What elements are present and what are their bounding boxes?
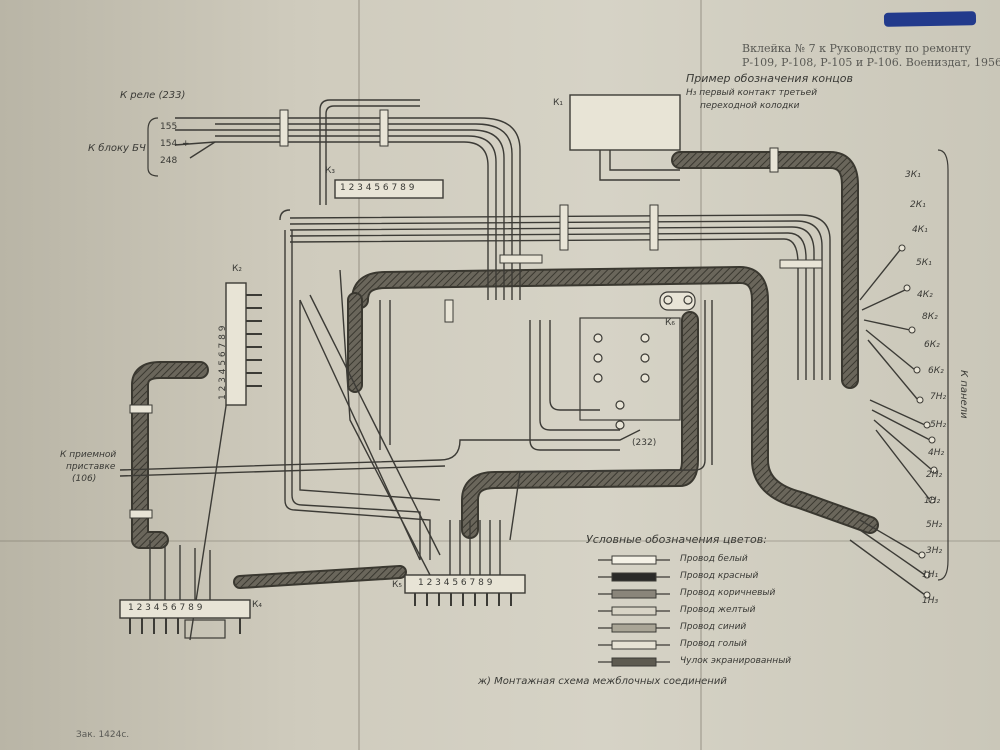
figure-caption: ж) Монтажная схема межблочных соединений — [478, 676, 727, 687]
k2-pin-numbers: 1 2 3 4 5 6 7 8 9 — [218, 325, 228, 400]
terminal-label: 8К₂ — [922, 312, 938, 322]
terminal-label: 1Н₁ — [922, 570, 939, 580]
connector-block-k1 — [569, 94, 681, 151]
block-label-k1: К₁ — [553, 98, 563, 108]
terminal-label: 6К₂ — [928, 366, 944, 376]
label-to-receiver-2: приставке — [66, 462, 116, 472]
terminal-label: 3К₁ — [905, 170, 921, 180]
connector-block-k2-vertical — [225, 282, 247, 406]
example-desc-line1: Н₃ первый контакт третьей — [686, 88, 818, 98]
connector-block-k5 — [404, 574, 526, 594]
legend-label: Провод коричневый — [680, 588, 776, 598]
legend-label: Провод желтый — [680, 605, 756, 615]
order-number: Зак. 1424с. — [76, 730, 130, 740]
terminal-pins — [129, 294, 512, 634]
connector-block-k4 — [119, 599, 251, 639]
label-154: 154 — [160, 139, 178, 149]
terminal-label: 1Н₃ — [922, 596, 939, 606]
block-label-k6: К₆ — [665, 318, 675, 328]
ref-232: (232) — [632, 438, 657, 448]
legend-swatch — [598, 572, 670, 582]
terminal-label: 5К₁ — [916, 258, 932, 268]
terminal-label: 5Н₂ — [926, 520, 943, 530]
legend-swatch — [598, 555, 670, 565]
insert-note-line2: Р-109, Р-108, Р-105 и Р-106. Воениздат, … — [742, 56, 1000, 69]
right-terminal-lugs — [898, 244, 938, 599]
terminal-label: 6К₂ — [924, 340, 940, 350]
terminal-label: 4Н₂ — [928, 448, 945, 458]
legend-swatches — [598, 555, 670, 667]
label-to-receiver-3: (106) — [72, 474, 97, 484]
terminal-label: 3Н₂ — [926, 546, 943, 556]
terminal-label: 5Н₂ — [930, 420, 947, 430]
k6-contacts — [593, 295, 693, 430]
legend-swatch — [598, 640, 670, 650]
label-to-relay: К реле (233) — [120, 90, 186, 101]
legend-swatch — [598, 589, 670, 599]
terminal-label: 2К₁ — [910, 200, 926, 210]
block-label-k4: К₄ — [252, 600, 262, 610]
legend-label: Провод голый — [680, 639, 747, 649]
block-label-k3: К₃ — [325, 166, 335, 176]
label-plus: + — [182, 139, 190, 149]
legend-label: Чулок экранированный — [680, 656, 792, 666]
label-155: 155 — [160, 122, 178, 132]
k3-pin-numbers: 1 2 3 4 5 6 7 8 9 — [340, 183, 415, 193]
example-title: Пример обозначения концов — [686, 72, 853, 85]
bundle-ties — [129, 109, 823, 519]
right-brace — [937, 149, 949, 581]
connector-block-k3 — [334, 179, 444, 199]
terminal-label: 4К₂ — [917, 290, 933, 300]
legend-swatch — [598, 623, 670, 633]
terminal-label: 4К₁ — [912, 225, 928, 235]
legend-label: Провод красный — [680, 571, 759, 581]
legend-label: Провод синий — [680, 622, 747, 632]
block-label-k5: К₅ — [392, 580, 402, 590]
example-desc-line2: переходной колодки — [700, 101, 800, 111]
insert-note-line1: Вклейка № 7 к Руководству по ремонту — [742, 42, 971, 55]
legend-label: Провод белый — [680, 554, 748, 564]
legend-swatch — [598, 606, 670, 616]
block-label-k2: К₂ — [232, 264, 242, 274]
label-to-receiver-1: К приемной — [60, 450, 117, 460]
legend-swatch — [598, 657, 670, 667]
label-to-panel: К панели — [958, 370, 969, 419]
label-to-block: К блоку БЧ — [88, 143, 146, 154]
label-248: 248 — [160, 156, 178, 166]
k4-pin-numbers: 1 2 3 4 5 6 7 8 9 — [128, 603, 203, 613]
terminal-label: 1Н₂ — [924, 496, 941, 506]
k5-pin-numbers: 1 2 3 4 5 6 7 8 9 — [418, 578, 493, 588]
shielded-cable — [131, 151, 879, 589]
terminal-label: 7Н₂ — [930, 392, 947, 402]
fold-line — [700, 0, 702, 750]
left-brace — [147, 117, 159, 177]
terminal-label: 2Н₂ — [926, 470, 943, 480]
legend-title: Условные обозначения цветов: — [586, 533, 767, 546]
